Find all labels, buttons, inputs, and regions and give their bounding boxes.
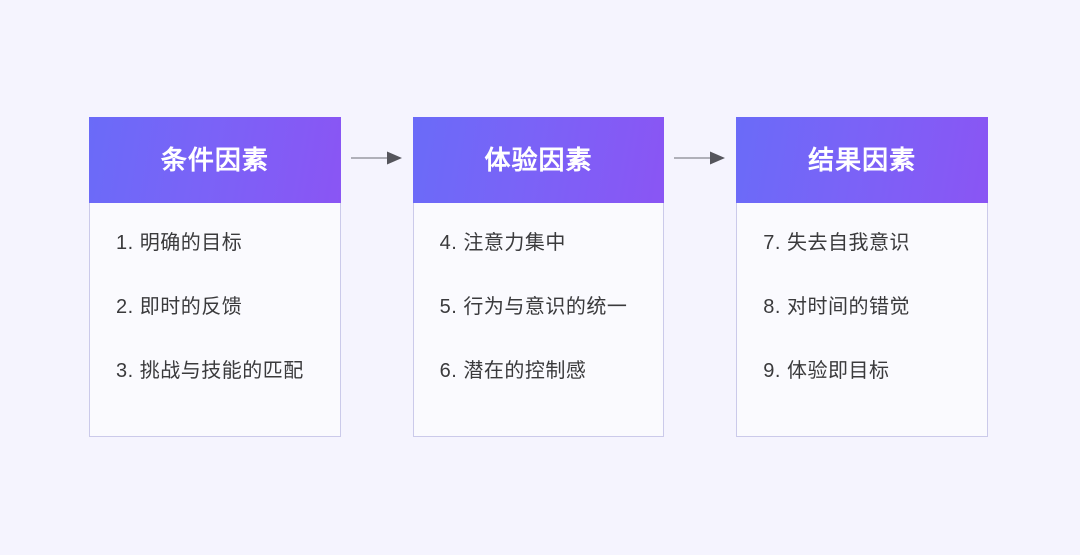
card-body-conditions: 1. 明确的目标 2. 即时的反馈 3. 挑战与技能的匹配: [90, 203, 340, 436]
list-item: 5. 行为与意识的统一: [439, 296, 628, 318]
connector-arrow-2: [664, 117, 736, 437]
card-title-experience: 体验因素: [484, 145, 593, 175]
flow-card-results: 结果因素 7. 失去自我意识 8. 对时间的错觉 9. 体验即目标: [736, 117, 988, 437]
card-header-experience: 体验因素: [412, 117, 665, 203]
arrow-right-icon: [350, 151, 402, 165]
card-header-results: 结果因素: [736, 117, 988, 203]
card-title-conditions: 条件因素: [160, 145, 269, 175]
flow-card-conditions: 条件因素 1. 明确的目标 2. 即时的反馈 3. 挑战与技能的匹配: [89, 117, 341, 437]
list-item: 8. 对时间的错觉: [763, 296, 911, 318]
connector-arrow-1: [341, 117, 413, 437]
flow-diagram: 条件因素 1. 明确的目标 2. 即时的反馈 3. 挑战与技能的匹配 体验因素 …: [89, 117, 988, 437]
list-item: 9. 体验即目标: [763, 360, 890, 382]
list-item: 2. 即时的反馈: [116, 296, 243, 318]
card-title-results: 结果因素: [808, 145, 917, 175]
list-item: 4. 注意力集中: [439, 232, 566, 254]
flow-card-experience: 体验因素 4. 注意力集中 5. 行为与意识的统一 6. 潜在的控制感: [412, 117, 665, 437]
list-item: 6. 潜在的控制感: [439, 360, 587, 382]
list-item: 1. 明确的目标: [116, 232, 243, 254]
list-item: 3. 挑战与技能的匹配: [116, 360, 304, 382]
list-item: 7. 失去自我意识: [763, 232, 911, 254]
card-body-experience: 4. 注意力集中 5. 行为与意识的统一 6. 潜在的控制感: [414, 203, 664, 436]
arrow-right-icon: [674, 151, 726, 165]
card-header-conditions: 条件因素: [89, 117, 341, 203]
card-body-results: 7. 失去自我意识 8. 对时间的错觉 9. 体验即目标: [737, 203, 987, 436]
